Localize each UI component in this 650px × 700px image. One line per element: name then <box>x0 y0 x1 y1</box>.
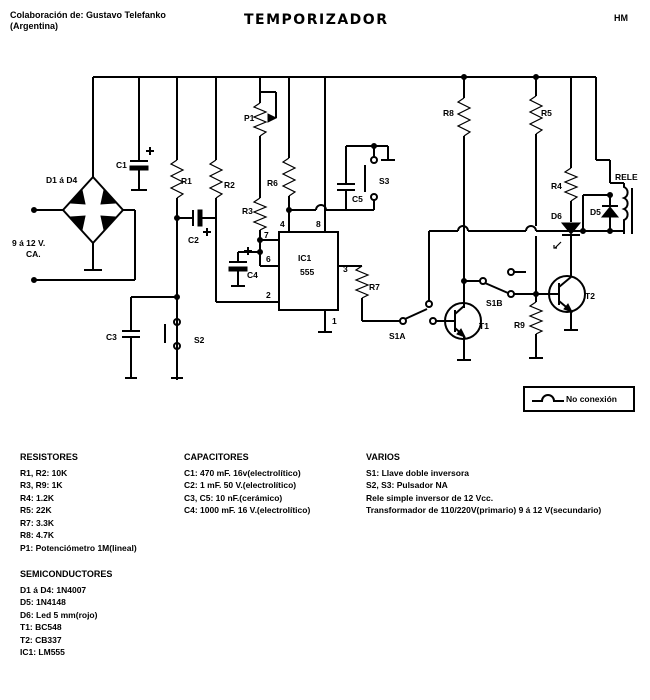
relay-stage <box>553 77 633 276</box>
junction-dot <box>461 74 467 80</box>
credit: Colaboración de: Gustavo Telefanko (Arge… <box>10 10 166 32</box>
r8-label: R8 <box>443 108 454 118</box>
c3-label: C3 <box>106 332 117 342</box>
bridge-rectifier <box>31 77 136 283</box>
list-item: R4: 1.2K <box>20 492 55 503</box>
junction-dot <box>533 74 539 80</box>
transistor-t2 <box>528 77 586 359</box>
circuit-schematic: D1 á D4 9 á 12 V. CA. C1 R1 C2 C3 S <box>12 74 638 412</box>
list-item: Transformador de 110/220V(primario) 9 á … <box>366 505 602 515</box>
list-item: R8: 4.7K <box>20 530 55 540</box>
p1-label: P1 <box>244 113 255 123</box>
s1a-label: S1A <box>389 331 406 341</box>
capacitor-c1 <box>129 77 154 191</box>
r5-label: R5 <box>541 108 552 118</box>
r6-label: R6 <box>267 178 278 188</box>
r4-label: R4 <box>551 181 562 191</box>
junction-dot <box>607 228 613 234</box>
list-item: R1, R2: 10K <box>20 467 68 478</box>
r7-label: R7 <box>369 282 380 292</box>
bom-semiconductors: SEMICONDUCTORES D1 á D4: 1N4007 D5: 1N41… <box>20 568 112 659</box>
d6-label: D6 <box>551 211 562 221</box>
list-item: R3, R9: 1K <box>20 480 63 490</box>
no-connection-legend: No conexión <box>523 386 635 412</box>
pin-8-label: 8 <box>316 219 321 229</box>
list-item: P1: Potenciómetro 1M(lineal) <box>20 542 137 553</box>
page-title: TEMPORIZADOR <box>244 12 389 28</box>
s3-label: S3 <box>379 176 390 186</box>
s1b-label: S1B <box>486 298 503 308</box>
bom-misc-heading: VARIOS <box>366 452 400 462</box>
r9-label: R9 <box>514 320 525 330</box>
credit-line-1: Colaboración de: Gustavo Telefanko <box>10 10 166 20</box>
list-item: Rele simple inversor de 12 Vcc. <box>366 492 494 503</box>
author-initials: HM <box>614 13 628 23</box>
relay-label: RELE <box>615 172 638 182</box>
bom-capacitors: CAPACITORES C1: 470 mF. 16v(electrolític… <box>184 451 310 517</box>
c5-label: C5 <box>352 194 363 204</box>
list-item: T1: BC548 <box>20 622 62 632</box>
pin-1-label: 1 <box>332 316 337 326</box>
list-item: C3, C5: 10 nF.(cerámico) <box>184 492 283 503</box>
junction-dot <box>257 237 263 243</box>
resistor-r2 <box>208 77 279 303</box>
list-item: IC1: LM555 <box>20 647 65 657</box>
list-item: C4: 1000 mF. 16 V.(electrolítico) <box>184 505 311 515</box>
bom-resistors: RESISTORES R1, R2: 10K R3, R9: 1K R4: 1.… <box>20 451 137 554</box>
junction-dot <box>580 228 586 234</box>
list-item: R7: 3.3K <box>20 517 55 528</box>
legend-label: No conexión <box>566 394 617 404</box>
r1-label: R1 <box>181 176 192 186</box>
t1-label: T1 <box>479 321 489 331</box>
c1-label: C1 <box>116 160 127 170</box>
list-item: D1 á D4: 1N4007 <box>20 584 87 595</box>
supply-type-label: CA. <box>26 249 41 259</box>
r2-label: R2 <box>224 180 235 190</box>
d5-label: D5 <box>590 207 601 217</box>
ic1-555 <box>278 231 339 333</box>
list-item: R5: 22K <box>20 505 52 515</box>
ic-part-label: 555 <box>300 267 314 277</box>
junction-dot <box>533 291 539 297</box>
timing-network <box>228 77 279 287</box>
pin-2-label: 2 <box>266 290 271 300</box>
list-item: S1: Llave doble inversora <box>366 467 469 478</box>
junction-dot <box>371 143 377 149</box>
bom-capacitors-heading: CAPACITORES <box>184 452 249 462</box>
junction-dot <box>174 215 180 221</box>
junction-dot <box>174 294 180 300</box>
r1-branch <box>122 77 216 380</box>
pin-7-label: 7 <box>264 230 269 240</box>
bom-misc: VARIOS S1: Llave doble inversora S2, S3:… <box>366 451 606 517</box>
c2-label: C2 <box>188 235 199 245</box>
ic-label: IC1 <box>298 253 312 263</box>
list-item: D6: Led 5 mm(rojo) <box>20 609 98 620</box>
credit-line-2: (Argentina) <box>10 21 58 31</box>
list-item: S2, S3: Pulsador NA <box>366 480 448 490</box>
junction-dot <box>607 192 613 198</box>
output-stage <box>338 225 583 325</box>
list-item: T2: CB337 <box>20 634 62 645</box>
supply-voltage-label: 9 á 12 V. <box>12 238 45 248</box>
list-item: D5: 1N4148 <box>20 597 66 607</box>
bom-resistors-heading: RESISTORES <box>20 452 78 462</box>
r3-label: R3 <box>242 206 253 216</box>
list-item: C2: 1 mF. 50 V.(electrolítico) <box>184 480 297 490</box>
junction-dot <box>286 207 292 213</box>
pin-3-label: 3 <box>343 264 348 274</box>
c4-label: C4 <box>247 270 258 280</box>
bridge-label: D1 á D4 <box>46 175 77 185</box>
t2-label: T2 <box>585 291 595 301</box>
reset-network <box>281 77 395 232</box>
list-item: C1: 470 mF. 16v(electrolítico) <box>184 467 301 478</box>
pin-4-label: 4 <box>280 219 285 229</box>
junction-dot <box>257 249 263 255</box>
pin-6-label: 6 <box>266 254 271 264</box>
bom-semiconductors-heading: SEMICONDUCTORES <box>20 569 113 579</box>
s2-label: S2 <box>194 335 205 345</box>
junction-dot <box>461 278 467 284</box>
